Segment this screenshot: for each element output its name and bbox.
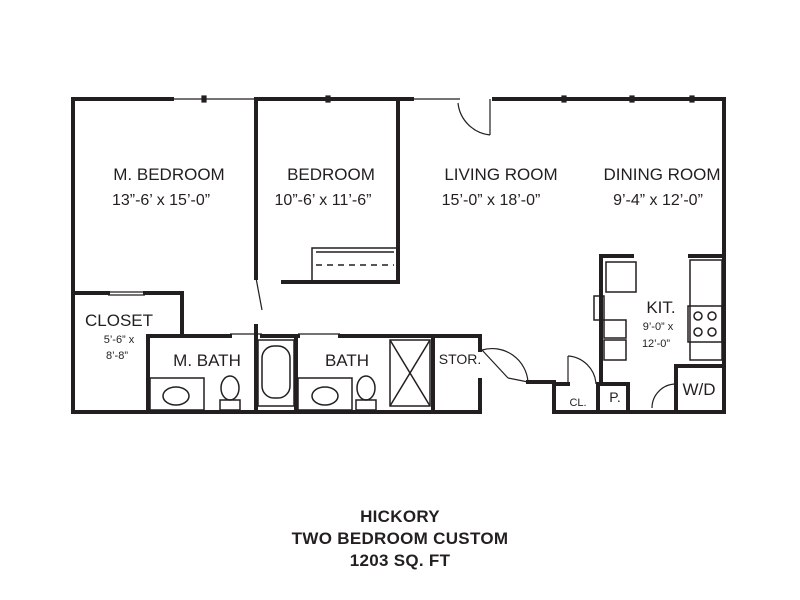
master-bedroom-label: M. BEDROOM [113,165,224,184]
plan-name: HICKORY [360,507,440,526]
shower [389,339,431,407]
closet-dims-line1: 5’-6” x [104,334,135,346]
burner [693,311,703,321]
master-bath-toilet-bowl [220,375,240,401]
window-mullion [325,95,331,103]
entry-door-swing [457,102,491,136]
burner [693,327,703,337]
bedroom-door [255,277,263,311]
master-bedroom-dims: 13”-6’ x 15’-0” [112,192,210,209]
coat-closet-label: CL. [569,397,586,409]
living-room-dims: 15’-0” x 18’-0” [442,192,541,209]
burner [707,311,717,321]
window-mullion [629,95,635,103]
window-marks [172,95,695,103]
bedroom-label: BEDROOM [287,165,375,184]
window-mullion [561,95,567,103]
bath-toilet-tank [355,399,377,411]
master-bath-tub [257,339,295,407]
storage-door [507,377,529,383]
room-labels: M. BEDROOM 13”-6’ x 15’-0” BEDROOM 10”-6… [85,165,721,409]
closet-label: CLOSET [85,311,153,330]
dining-room-label: DINING ROOM [603,165,720,184]
fixtures [149,247,723,411]
master-bath-label: M. BATH [173,351,241,370]
plan-area: 1203 SQ. FT [349,551,451,570]
bedroom-closet [311,247,399,283]
kitchen-sink [603,339,627,361]
coat-closet-door-swing [567,355,597,385]
master-bath-sink [162,386,190,406]
kitchen-counter-right [689,259,723,361]
storage-door [481,349,509,379]
kitchen-label: KIT. [646,298,675,317]
refrigerator [605,261,637,293]
window-mullion [201,95,207,103]
window-mullion [689,95,695,103]
master-bath-toilet-tank [219,399,241,411]
master-bath-tub-basin [261,345,291,399]
bath-toilet-bowl [356,375,376,401]
kitchen-counter [593,295,605,321]
dishwasher [603,319,627,339]
doors [108,99,677,409]
range [687,305,723,343]
kitchen-dims-line2: 12’-0” [642,338,670,350]
burner [707,327,717,337]
bath-vanity [297,377,353,411]
closet-dims-line2: 8’-8” [106,350,128,362]
master-bath-vanity [149,377,205,411]
bedroom-dims: 10”-6’ x 11’-6” [275,192,372,209]
bath-sink [311,386,339,406]
kitchen-dims-line1: 9’-0” x [643,321,674,333]
bath-label: BATH [325,351,369,370]
pantry-label: P. [609,389,620,405]
storage-label: STOR. [439,351,482,367]
laundry-door-swing [651,383,677,409]
dining-room-dims: 9’-4” x 12’-0” [613,192,703,209]
living-room-label: LIVING ROOM [444,165,557,184]
storage-door-swing [481,347,529,383]
plan-type: TWO BEDROOM CUSTOM [291,529,509,548]
shower-x [389,339,431,407]
laundry-label: W/D [682,380,715,399]
